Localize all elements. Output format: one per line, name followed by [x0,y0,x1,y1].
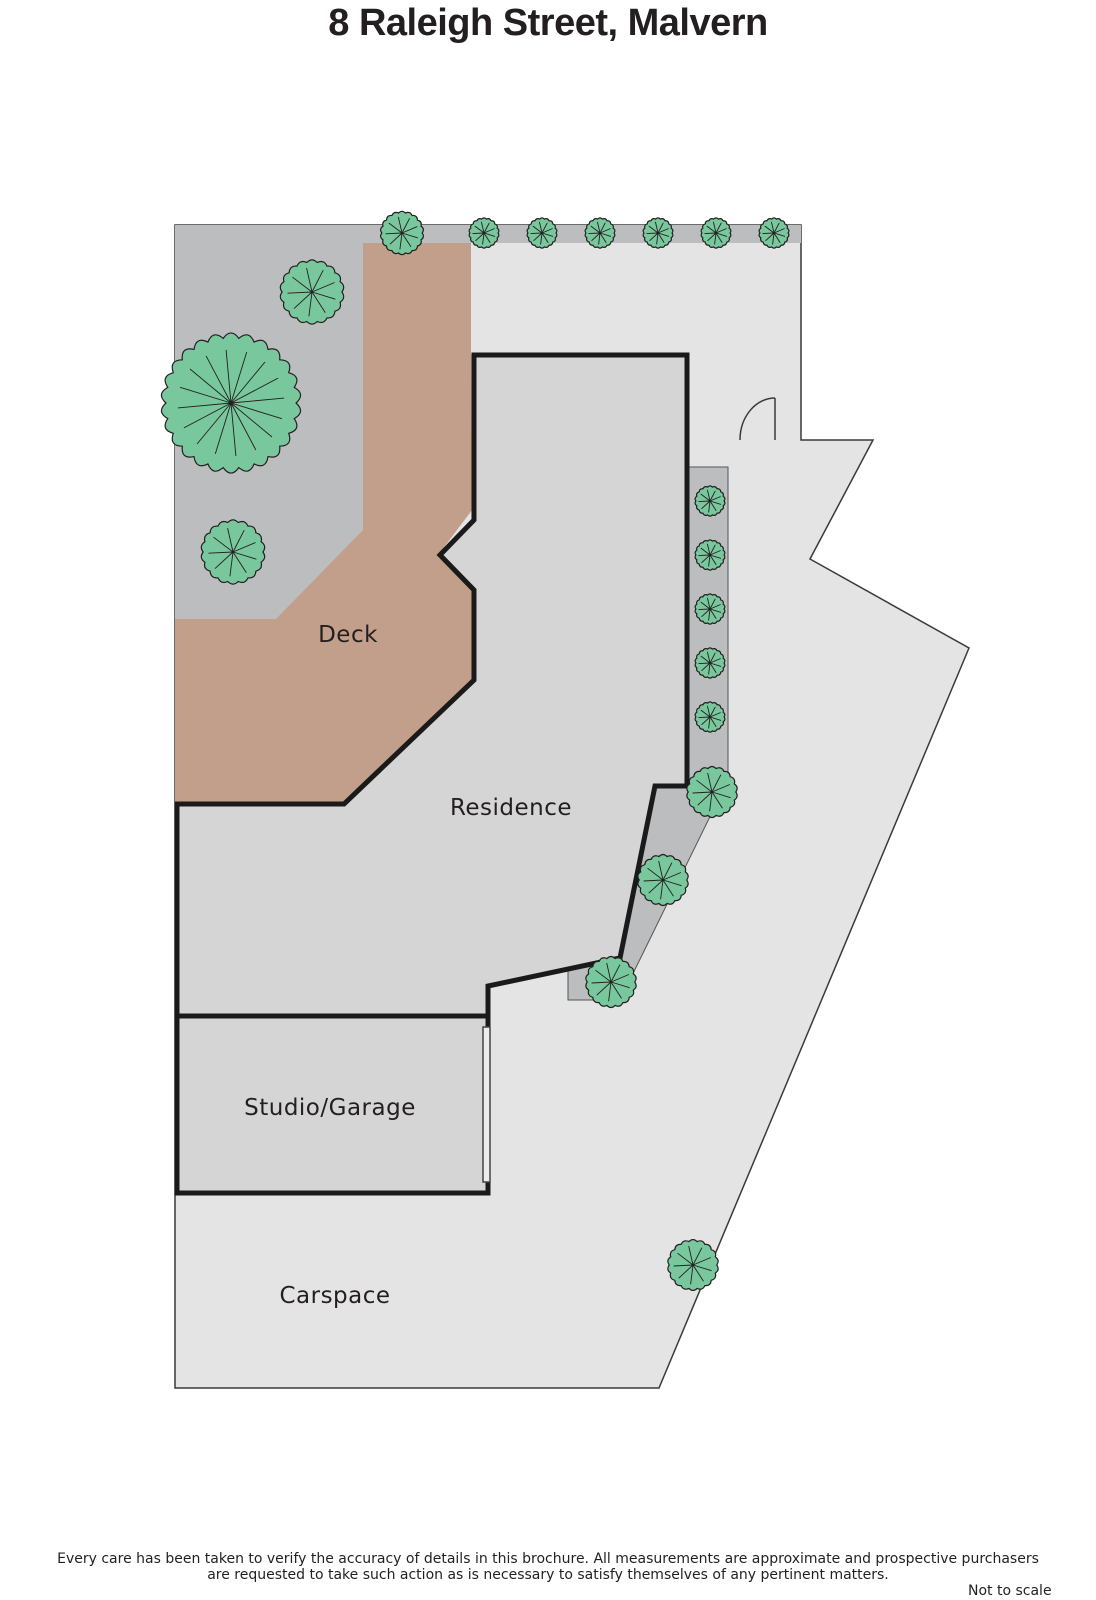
garage-door [482,1026,491,1183]
tree-icon [200,519,266,585]
tree-icon [694,485,726,517]
deck-area [175,243,472,804]
tree-icon [694,539,726,571]
tree-icon [694,701,726,733]
tree-icon [694,593,726,625]
room-label-studio-garage: Studio/Garage [244,1095,416,1121]
tree-icon [758,217,790,249]
tree-icon [468,217,500,249]
disclaimer-line-1: Every care has been taken to verify the … [57,1551,1039,1567]
disclaimer: Every care has been taken to verify the … [0,1551,1096,1583]
tree-icon [585,955,637,1009]
room-label-deck: Deck [318,622,378,648]
door-icon [739,397,776,441]
tree-icon [380,210,424,256]
tree-icon [160,332,302,474]
tree-icon [637,853,689,907]
tree-icon [686,765,738,819]
trees-group [160,210,790,1292]
plan-title: 8 Raleigh Street, Malvern [328,2,768,44]
studio-garage-area [174,1013,491,1196]
disclaimer-line-2: are requested to take such action as is … [207,1567,889,1583]
tree-icon [667,1238,719,1292]
scale-note: Not to scale [968,1583,1052,1599]
tree-icon [694,647,726,679]
room-label-residence: Residence [450,795,572,821]
tree-icon [700,217,732,249]
tree-icon [279,259,345,325]
tree-icon [584,217,616,249]
tree-icon [642,217,674,249]
tree-icon [526,217,558,249]
room-label-carspace: Carspace [279,1283,390,1309]
